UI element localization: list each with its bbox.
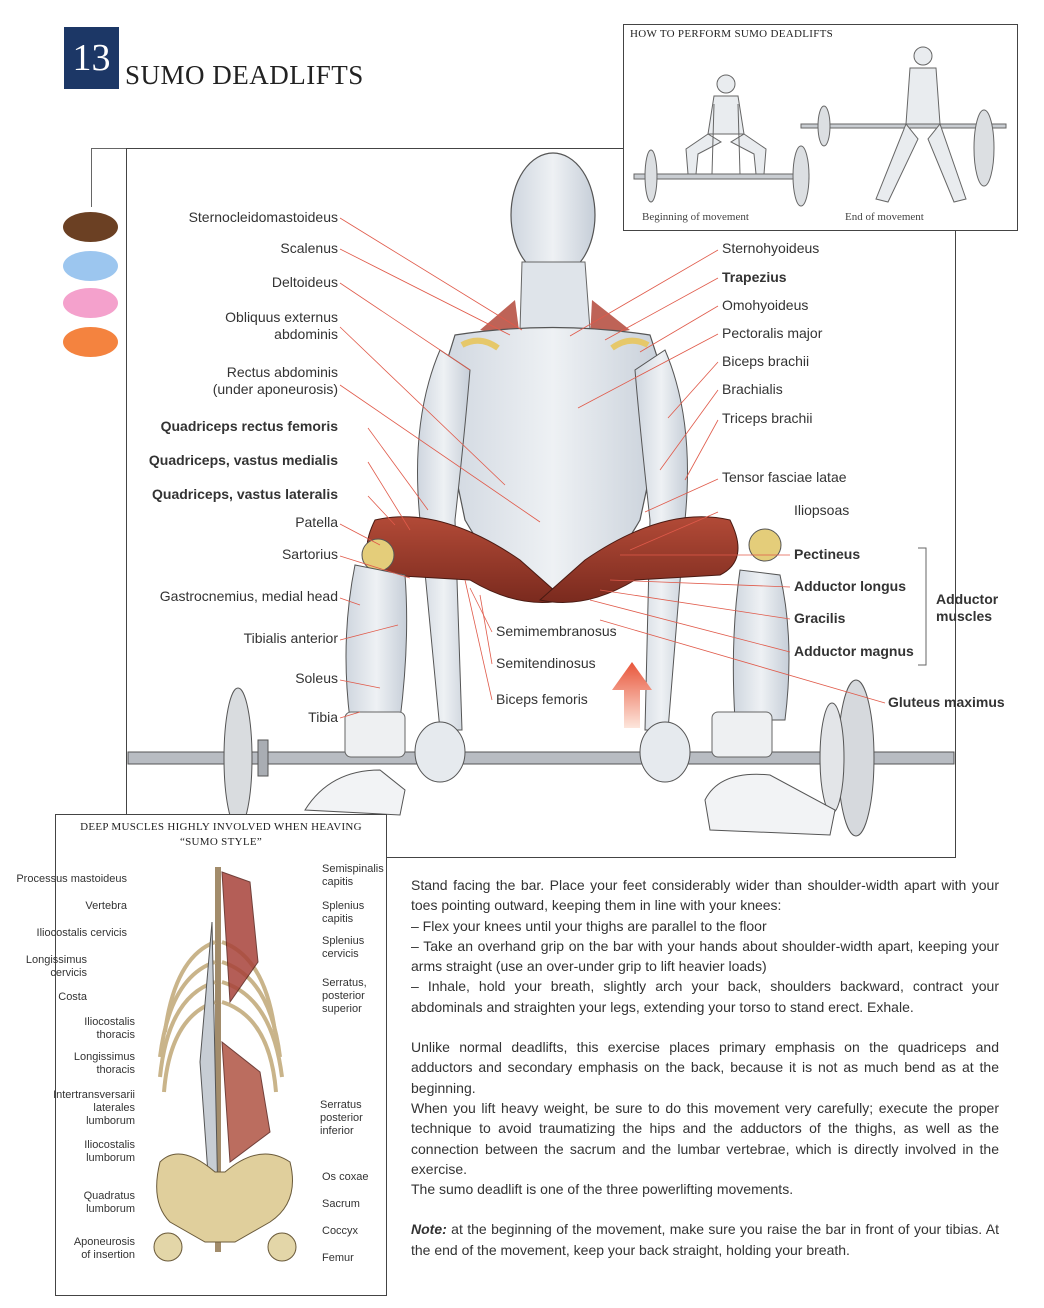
deep-label-intertransversarii-3: lumborum	[86, 1115, 135, 1127]
label-adductor-magnus: Adductor magnus	[794, 643, 914, 659]
sumo-deadlift-illustration	[127, 152, 955, 837]
deep-label-longissimus-cervicis-2: cervicis	[50, 967, 87, 979]
deep-label-coccyx: Coccyx	[322, 1225, 359, 1237]
label-semitendinosus: Semitendinosus	[496, 655, 596, 671]
deep-label-splenius-capitis-2: capitis	[322, 913, 354, 925]
deep-label-aponeurosis: Aponeurosis	[73, 1236, 135, 1248]
deep-label-semispinalis-capitis: Semispinalis	[322, 863, 384, 875]
label-trapezius: Trapezius	[722, 269, 787, 285]
deep-muscles-title: DEEP MUSCLES HIGHLY INVOLVED WHEN HEAVIN…	[55, 820, 387, 850]
paragraph-caution: When you lift heavy weight, be sure to d…	[411, 1099, 999, 1177]
legend-swatch-orange	[63, 327, 118, 357]
label-omohyoideus: Omohyoideus	[722, 297, 809, 313]
label-pectineus: Pectineus	[794, 546, 861, 562]
deep-label-iliocostalis-cervicis: Iliocostalis cervicis	[36, 927, 127, 939]
deep-label-serratus-posterior-inferior-3: inferior	[320, 1125, 354, 1137]
label-triceps-brachii: Triceps brachii	[722, 410, 813, 426]
deep-label-costa: Costa	[58, 991, 87, 1003]
deep-label-splenius-capitis: Splenius	[322, 900, 365, 912]
label-obliquus-externus-2: abdominis	[274, 326, 338, 342]
label-adductor-longus: Adductor longus	[794, 578, 906, 594]
paragraph-powerlifting: The sumo deadlift is one of the three po…	[411, 1181, 794, 1198]
deep-label-longissimus-thoracis: Longissimus	[73, 1051, 135, 1063]
deep-label-serratus-posterior-inferior-2: posterior	[320, 1112, 363, 1124]
deep-label-os-coxae: Os coxae	[322, 1171, 369, 1183]
caption-beginning: Beginning of movement	[642, 211, 749, 223]
deep-label-femur: Femur	[322, 1252, 354, 1264]
label-semimembranosus: Semimembranosus	[496, 623, 617, 639]
deep-label-iliocostalis-thoracis-2: thoracis	[96, 1029, 135, 1041]
label-gracilis: Gracilis	[794, 610, 846, 626]
label-deltoideus: Deltoideus	[271, 274, 338, 290]
page-title: SUMO DEADLIFTS	[125, 60, 364, 90]
deep-label-iliocostalis-lumborum: Iliocostalis	[84, 1139, 135, 1151]
note-text: at the beginning of the movement, make s…	[411, 1221, 999, 1258]
label-brachialis: Brachialis	[722, 381, 783, 397]
label-tibia: Tibia	[308, 709, 338, 725]
step-2: – Take an overhand grip on the bar with …	[411, 937, 999, 975]
label-rectus-abdominis-2: (under aponeurosis)	[212, 381, 338, 397]
label-tensor-fasciae-latae: Tensor fasciae latae	[722, 469, 847, 485]
caption-end: End of movement	[845, 211, 924, 223]
paragraph-emphasis: Unlike normal deadlifts, this exercise p…	[411, 1039, 999, 1096]
deep-label-longissimus-thoracis-2: thoracis	[96, 1064, 135, 1076]
label-pectoralis-major: Pectoralis major	[722, 325, 823, 341]
label-biceps-femoris: Biceps femoris	[496, 691, 588, 707]
deep-label-serratus-posterior-superior-3: superior	[322, 1003, 362, 1015]
label-rectus-abdominis: Rectus abdominis	[226, 364, 338, 380]
label-scalenus: Scalenus	[280, 240, 338, 256]
deep-label-longissimus-cervicis: Longissimus	[25, 954, 87, 966]
label-adductor-group: Adductor	[936, 591, 999, 607]
deep-label-processus-mastoideus: Processus mastoideus	[16, 873, 127, 885]
label-tibialis-anterior: Tibialis anterior	[243, 630, 338, 646]
chapter-number-badge: 13	[64, 27, 119, 89]
step-3: – Inhale, hold your breath, slightly arc…	[411, 978, 999, 1015]
frame-bracket	[91, 148, 126, 207]
label-obliquus-externus: Obliquus externus	[225, 309, 338, 325]
label-quadriceps-rectus-femoris: Quadriceps rectus femoris	[160, 418, 338, 434]
deep-label-semispinalis-capitis-2: capitis	[322, 876, 354, 888]
deep-label-intertransversarii-2: laterales	[93, 1102, 135, 1114]
label-quadriceps-vastus-lateralis: Quadriceps, vastus lateralis	[152, 486, 338, 502]
step-1: – Flex your knees until your thighs are …	[411, 917, 767, 934]
label-adductor-group-2: muscles	[936, 608, 993, 624]
label-biceps-brachii: Biceps brachii	[722, 353, 810, 369]
label-gastrocnemius: Gastrocnemius, medial head	[159, 588, 338, 604]
deep-label-vertebra: Vertebra	[85, 900, 127, 912]
legend-swatch-blue	[63, 251, 118, 281]
deep-label-quadratus-lumborum-2: lumborum	[86, 1203, 135, 1215]
deep-label-serratus-posterior-inferior: Serratus	[320, 1099, 362, 1111]
how-to-title: HOW TO PERFORM SUMO DEADLIFTS	[630, 28, 834, 40]
note-label: Note:	[411, 1221, 447, 1238]
label-sternohyoideus: Sternohyoideus	[722, 240, 820, 256]
instructions-text: Stand facing the bar. Place your feet co…	[411, 875, 999, 1260]
deep-label-aponeurosis-2: of insertion	[81, 1249, 135, 1261]
deep-label-quadratus-lumborum: Quadratus	[83, 1190, 135, 1202]
label-iliopsoas: Iliopsoas	[794, 502, 850, 518]
label-gluteus-maximus: Gluteus maximus	[888, 694, 1005, 710]
deep-label-iliocostalis-lumborum-2: lumborum	[86, 1152, 135, 1164]
legend-swatch-pink	[63, 288, 118, 318]
deep-title-line1: DEEP MUSCLES HIGHLY INVOLVED WHEN HEAVIN…	[80, 821, 362, 833]
deep-label-sacrum: Sacrum	[322, 1198, 360, 1210]
label-quadriceps-vastus-medialis: Quadriceps, vastus medialis	[148, 452, 338, 468]
main-illustration-frame	[126, 148, 956, 858]
deep-label-iliocostalis-thoracis: Iliocostalis	[84, 1016, 135, 1028]
paragraph-intro: Stand facing the bar. Place your feet co…	[411, 877, 999, 914]
deep-title-line2: “SUMO STYLE”	[179, 836, 263, 848]
deep-label-splenius-cervicis-2: cervicis	[322, 948, 359, 960]
deep-label-serratus-posterior-superior-2: posterior	[322, 990, 365, 1002]
deep-label-serratus-posterior-superior: Serratus,	[322, 977, 367, 989]
how-to-illustration	[633, 46, 1007, 207]
deep-label-intertransversarii: Intertransversarii	[53, 1089, 135, 1101]
legend-swatch-brown	[63, 212, 118, 242]
deep-label-splenius-cervicis: Splenius	[322, 935, 365, 947]
label-sartorius: Sartorius	[281, 546, 338, 562]
label-soleus: Soleus	[295, 670, 338, 686]
label-patella: Patella	[295, 514, 338, 530]
label-sternocleidomastoideus: Sternocleidomastoideus	[188, 209, 338, 225]
note-paragraph: Note: at the beginning of the movement, …	[411, 1219, 999, 1260]
deep-muscles-illustration	[153, 867, 297, 1262]
